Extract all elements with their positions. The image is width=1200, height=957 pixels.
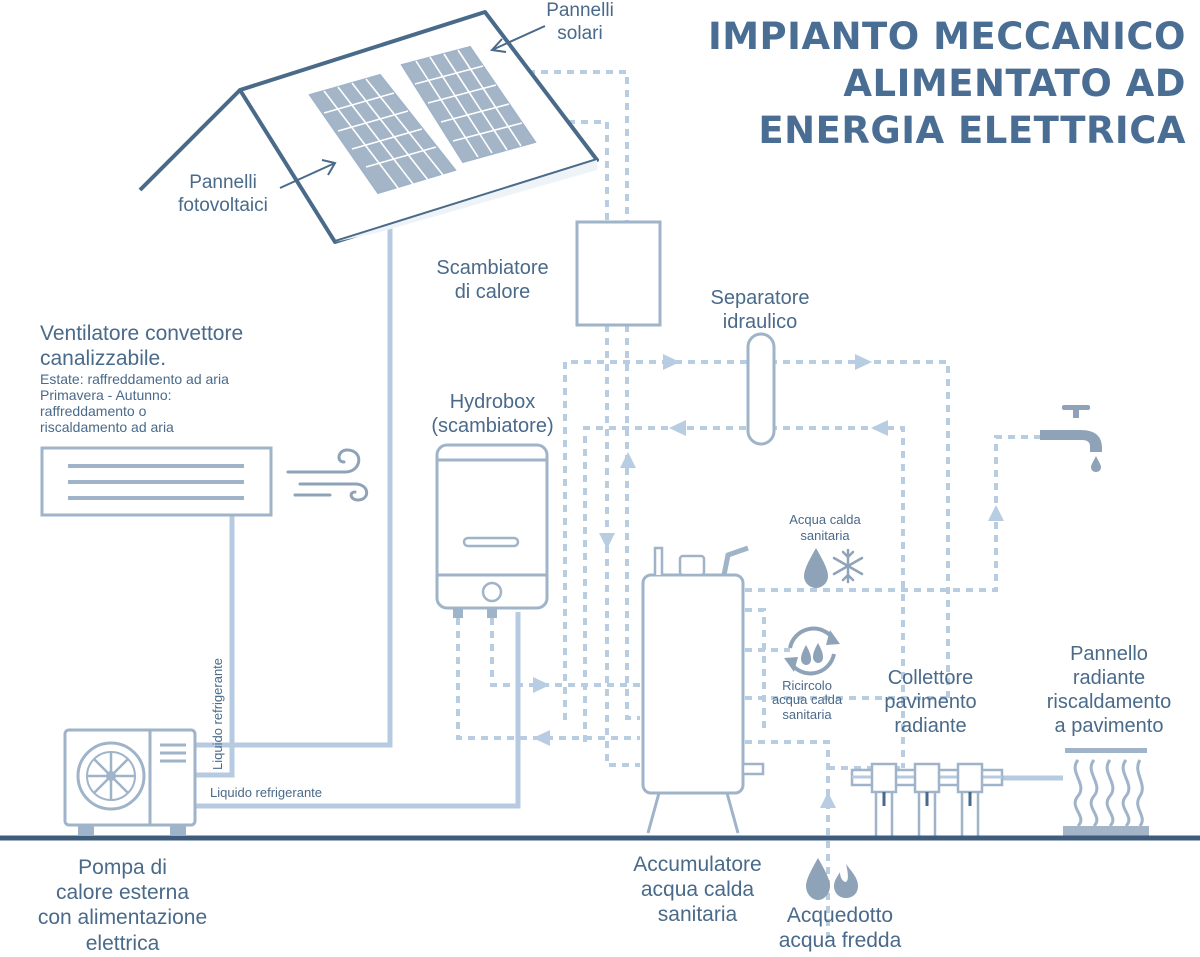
snowflake-icon	[832, 548, 864, 584]
heat-exchanger	[575, 220, 662, 327]
cold-water-drop-icon	[806, 858, 830, 900]
air-flow-icon	[286, 448, 369, 502]
flow-arrows	[533, 354, 1004, 808]
refrigerant-label-vertical: Liquido refrigerante	[210, 658, 225, 770]
refrigerant-pipes	[195, 205, 1063, 809]
fan-coil-unit	[40, 446, 273, 517]
photovoltaic-panel	[308, 73, 457, 195]
accumulator-tank	[641, 545, 765, 834]
pointer-arrows	[279, 25, 546, 189]
refrigerant-label-horizontal: Liquido refrigerante	[210, 785, 322, 800]
solar-panel	[400, 45, 537, 164]
radiant-floor-panel	[1063, 748, 1149, 838]
hydrobox-label: Hydrobox(scambiatore)	[431, 391, 554, 437]
faucet-icon	[1040, 405, 1102, 472]
flame-icon	[834, 864, 858, 898]
hot-water-drop-icon	[804, 548, 828, 588]
hydraulic-separator	[746, 332, 776, 446]
recirculation-icon	[784, 626, 840, 676]
heat-pump-fan-icon	[76, 741, 146, 811]
panel-grid	[323, 49, 523, 189]
hydrobox	[435, 443, 549, 618]
floor-collector	[850, 762, 1004, 836]
page-title: IMPIANTO MECCANICO ALIMENTATO AD ENERGIA…	[707, 15, 1186, 152]
